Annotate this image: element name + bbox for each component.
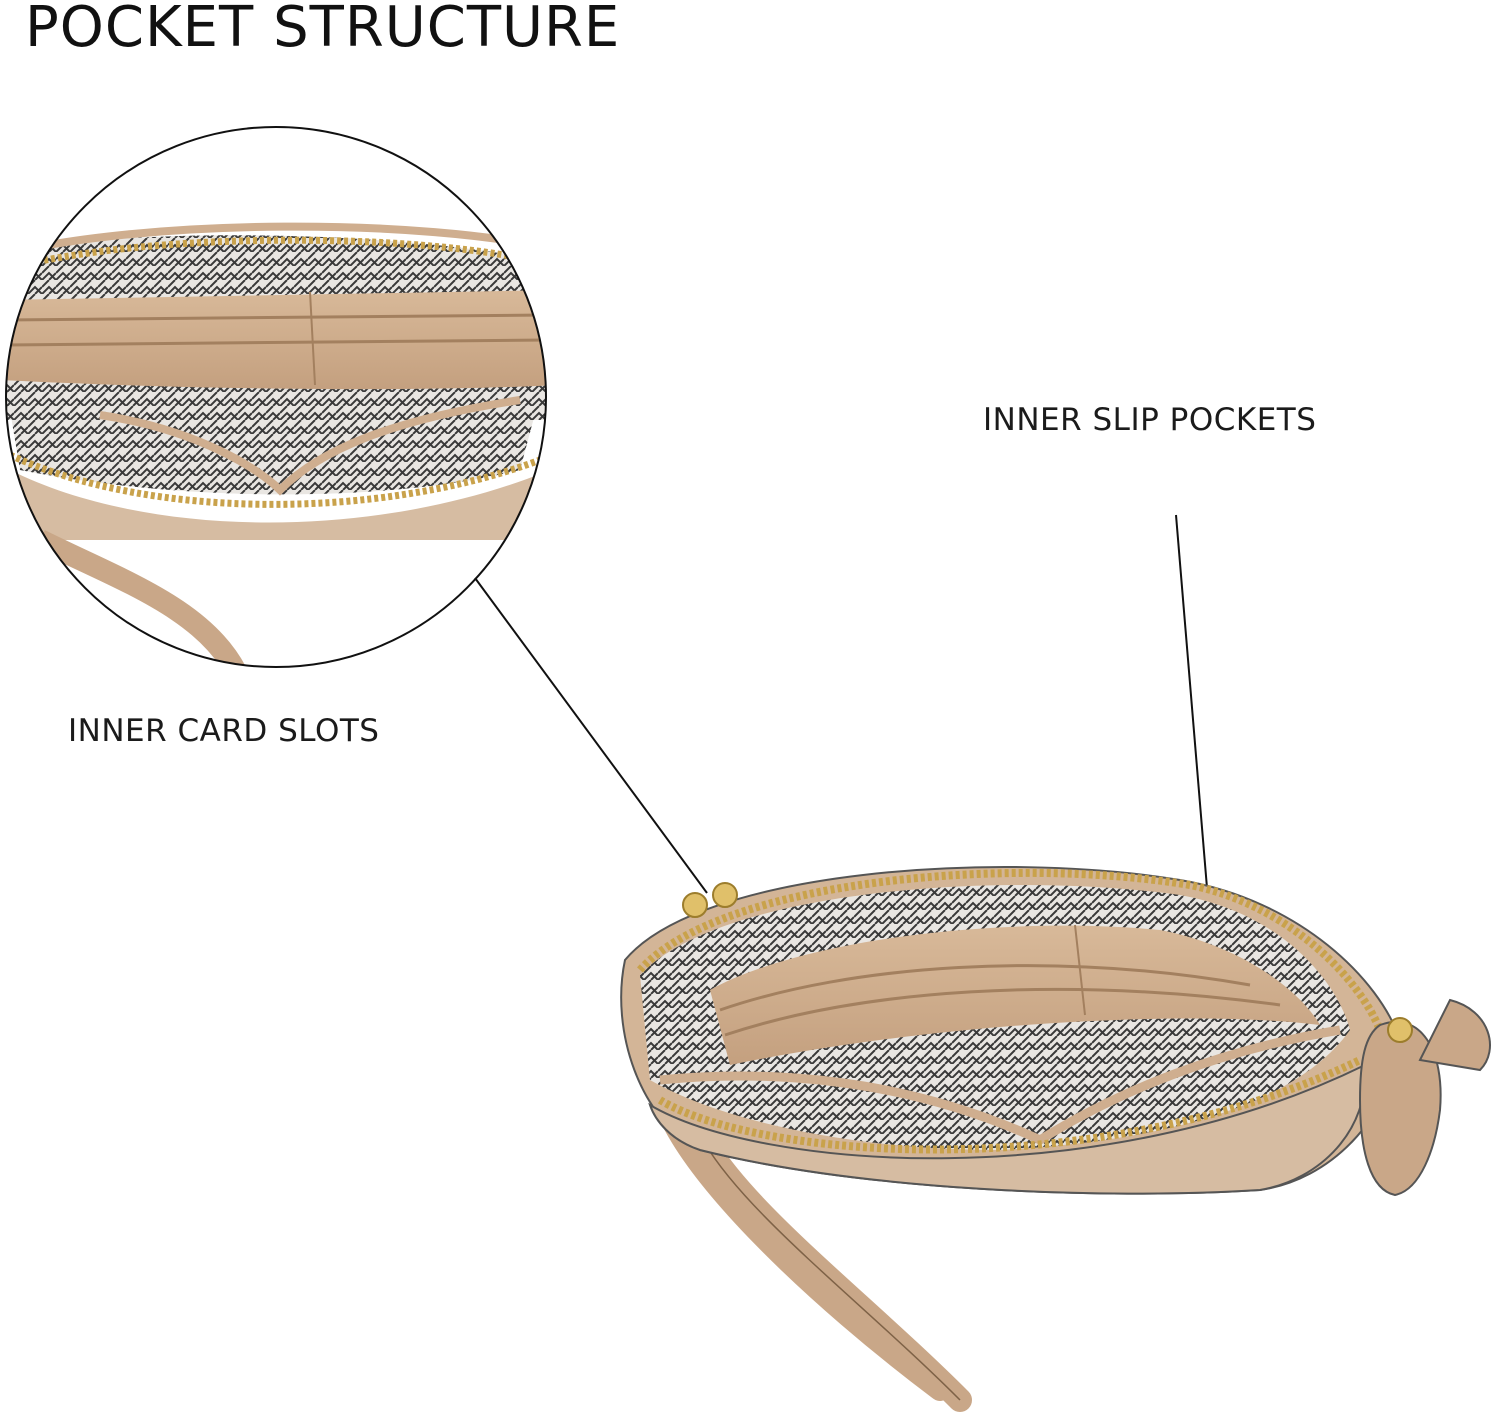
wristlet-pouch [620,865,1491,1412]
zoom-circle [6,127,546,667]
callout-inner-slip-pockets: INNER SLIP POCKETS [983,402,1317,438]
page-title: POCKET STRUCTURE [25,0,621,60]
callout-line-slip-pockets [1175,514,1210,913]
zoom-circle-outline [5,126,547,668]
callout-line-card-slots [474,577,708,894]
callout-inner-card-slots: INNER CARD SLOTS [68,713,380,749]
